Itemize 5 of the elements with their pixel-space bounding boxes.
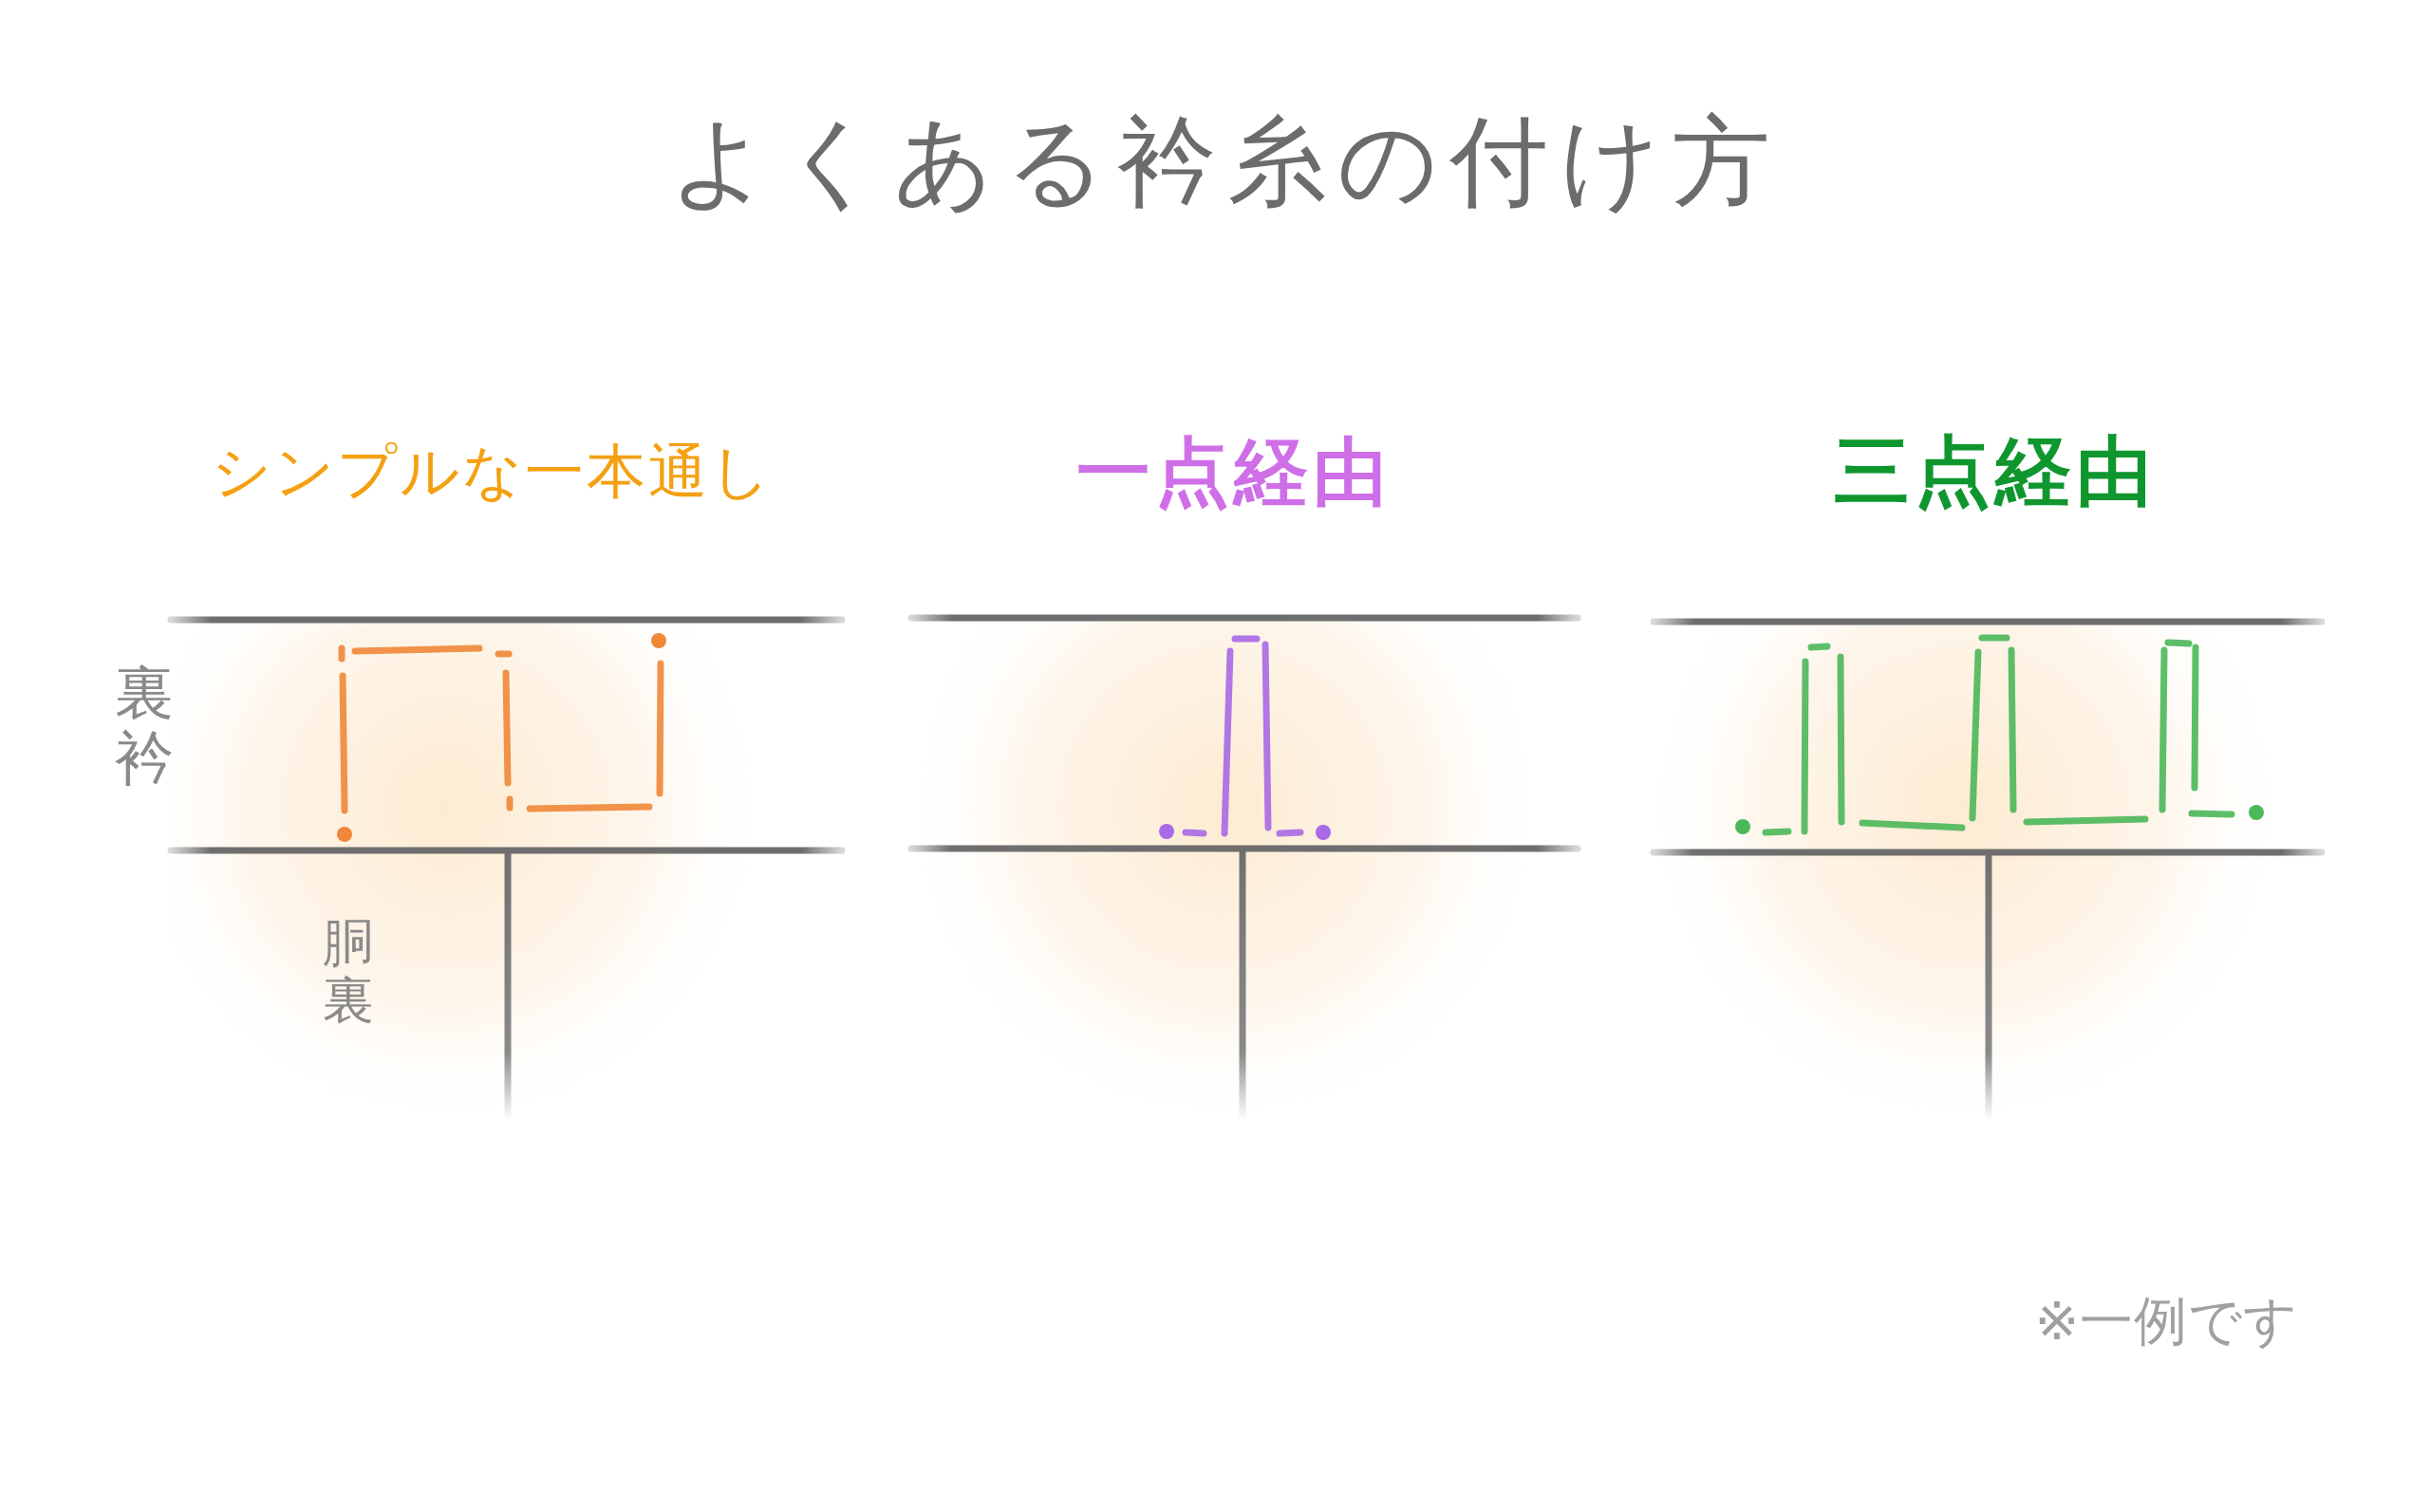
note: ※一例です — [2033, 1295, 2299, 1348]
panel-heading: シンプルな一本通し — [211, 442, 773, 501]
part-label: 裏衿 — [115, 659, 174, 792]
part-label: 胴裏 — [323, 914, 374, 1030]
panel-heading: 三点経由 — [1832, 434, 2157, 510]
